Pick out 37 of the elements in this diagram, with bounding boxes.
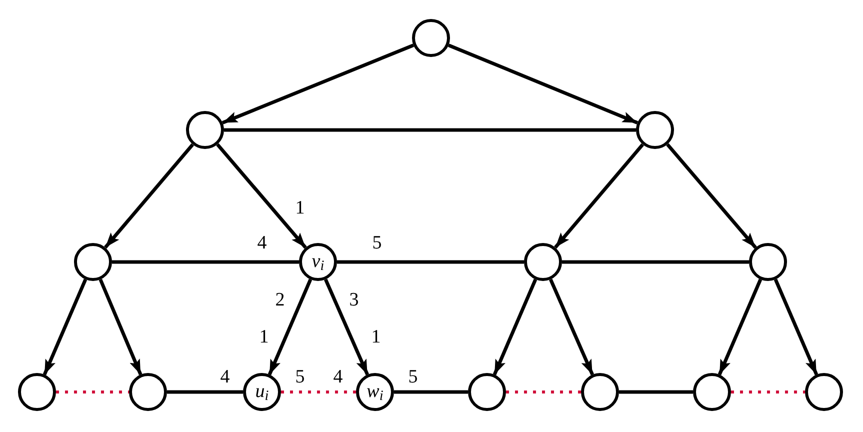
port-number: 5: [408, 368, 418, 386]
arrow: [492, 278, 538, 376]
connector-line: [337, 260, 524, 264]
arrow: [42, 278, 88, 376]
arrow: [324, 278, 369, 376]
arrow: [216, 143, 307, 249]
arrow: [104, 143, 194, 249]
dotted-line: [506, 390, 581, 394]
connector-line: [619, 390, 693, 394]
port-number: 1: [259, 328, 269, 346]
arrow: [98, 278, 142, 376]
port-number: 3: [349, 290, 359, 310]
dotted-line: [56, 390, 129, 394]
port-number: 5: [372, 234, 382, 252]
port-number: 4: [333, 368, 343, 386]
port-number: 1: [371, 328, 381, 346]
port-number: 5: [295, 368, 305, 386]
arrow: [718, 278, 762, 376]
dotted-line: [731, 390, 805, 394]
node-label: w$_{i}$: [366, 382, 384, 402]
connector-line: [394, 390, 468, 394]
connector-line: [167, 390, 243, 394]
port-number: 4: [257, 234, 267, 252]
arrow: [268, 278, 312, 376]
arrow: [549, 278, 594, 376]
port-number: 2: [275, 290, 285, 310]
node-label: u$_{i}$: [255, 382, 269, 402]
arrow: [774, 278, 818, 376]
dotted-line: [281, 390, 356, 394]
port-number: 1: [295, 198, 305, 218]
connector-line: [112, 260, 299, 264]
port-number: 4: [220, 368, 230, 386]
connector-line: [562, 260, 749, 264]
node-label: v$_{i}$: [312, 252, 324, 272]
arrow: [666, 143, 757, 249]
arrow: [554, 143, 644, 249]
connector-line: [224, 128, 636, 132]
